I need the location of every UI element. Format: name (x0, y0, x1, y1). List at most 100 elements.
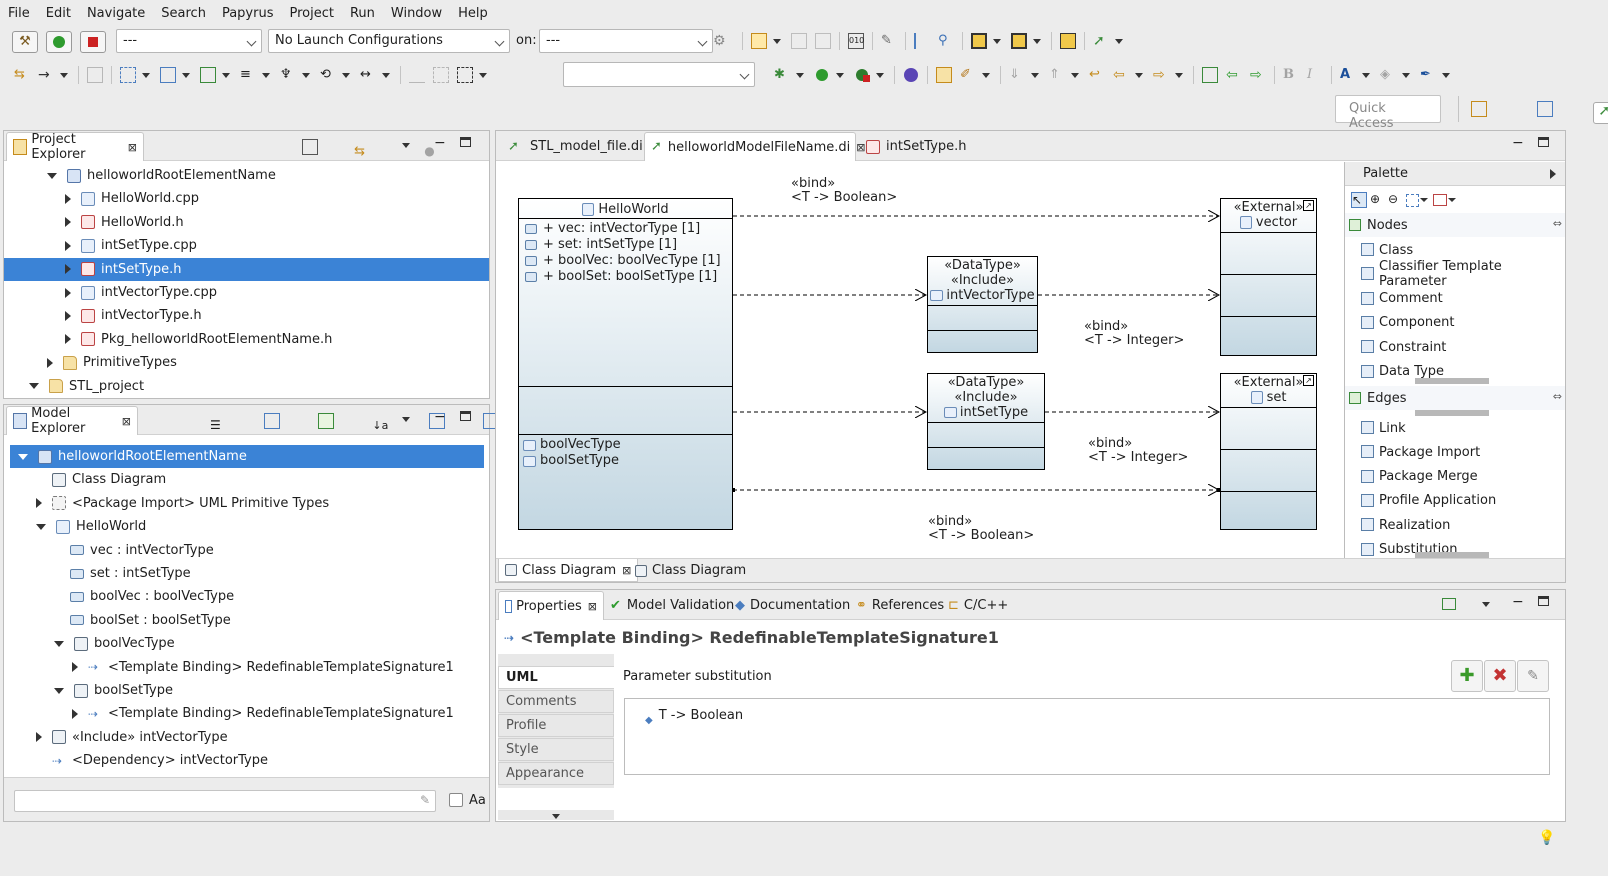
palette-tool[interactable]: Realization (1345, 513, 1565, 537)
italic-icon[interactable]: I (1307, 67, 1313, 82)
palette-nodes-drawer[interactable]: Nodes ⇔ (1345, 213, 1565, 237)
chevron-down-icon[interactable] (29, 383, 39, 390)
tree-icon[interactable] (264, 413, 281, 429)
nested-classifier-compartment[interactable] (1221, 316, 1316, 355)
zoom-out-icon[interactable]: ⊖ (1388, 192, 1399, 206)
menu-help[interactable]: Help (458, 5, 488, 21)
vector-external-class[interactable]: ↗ «External» vector (1220, 198, 1317, 356)
attribute-compartment[interactable] (928, 422, 1044, 447)
palette-tool[interactable]: Comment (1345, 287, 1565, 311)
tree-item[interactable]: HelloWorld (10, 515, 484, 538)
intvectortype-datatype[interactable]: «DataType» «Include» intVectorType (927, 256, 1038, 353)
tree-item[interactable]: intVectorType.cpp (4, 281, 489, 304)
save-all-icon[interactable] (815, 33, 831, 49)
helloworld-class[interactable]: HelloWorld + vec: intVectorType [1] + se… (518, 198, 733, 530)
edges-scroll-down-indicator[interactable] (1415, 552, 1489, 558)
chevron-right-icon[interactable] (47, 357, 53, 368)
table-icon[interactable] (1011, 33, 1027, 49)
font-combo[interactable] (563, 62, 755, 87)
tab-intsettype-h[interactable]: intSetType.h (860, 132, 973, 161)
diagram-canvas[interactable]: «bind» <T -> Boolean> «bind» <T -> Integ… (496, 162, 1344, 558)
tree-item[interactable]: intSetType.h (4, 257, 489, 281)
view-menu-chevron-down-icon[interactable] (1482, 602, 1490, 607)
note-tool-icon[interactable] (1433, 194, 1447, 206)
launch-configuration-combo[interactable]: No Launch Configurations (268, 29, 510, 53)
palette-collapse-icon[interactable] (1550, 169, 1556, 179)
palette-tool[interactable]: Classifier Template Parameter (1345, 259, 1565, 289)
arrange-icon[interactable] (200, 67, 216, 83)
align-icon[interactable]: ≡ (240, 67, 251, 82)
go-forward-green-icon[interactable]: ⇨ (1250, 67, 1262, 83)
pen-icon[interactable]: ✎ (881, 33, 892, 48)
edges-scroll-up-indicator[interactable] (1415, 410, 1489, 416)
maximize-icon[interactable] (460, 411, 471, 421)
menu-project[interactable]: Project (289, 5, 334, 21)
collapse-all-icon[interactable] (302, 139, 318, 155)
group-icon[interactable] (160, 67, 176, 83)
brush-icon[interactable]: ✐ (960, 67, 971, 82)
tree-item[interactable]: HelloWorld.cpp (4, 187, 489, 210)
view-menu-chevron-down-icon[interactable] (402, 417, 410, 422)
copy-format-icon[interactable] (87, 67, 103, 83)
tree-item[interactable]: ⇢<Template Binding> RedefinableTemplateS… (10, 656, 484, 679)
side-tab-uml[interactable]: UML (498, 666, 614, 689)
nested-classifier-row[interactable]: boolVecType (523, 437, 728, 453)
tree-item[interactable]: intVectorType.h (4, 304, 489, 327)
attribute-row[interactable]: + set: intSetType [1] (525, 237, 726, 253)
lightbulb-icon[interactable]: 💡 (1538, 830, 1556, 846)
view-menu-chevron-down-icon[interactable] (402, 143, 410, 148)
menu-navigate[interactable]: Navigate (86, 5, 146, 21)
pin-icon[interactable]: ⇔ (1552, 390, 1562, 403)
tree-item[interactable]: vec : intVectorType (10, 539, 484, 562)
tab-class-diagram-active[interactable]: Class Diagram ⊠ (498, 559, 639, 582)
snap-icon[interactable] (409, 67, 425, 83)
quick-access-field[interactable]: Quick Access (1335, 95, 1441, 131)
tab-model-validation[interactable]: ✔ Model Validation (604, 591, 740, 620)
font-color-icon[interactable]: A (1340, 67, 1351, 82)
side-tabs-scroll-chevron-down-icon[interactable] (552, 814, 560, 819)
expand-all-icon[interactable] (428, 413, 445, 429)
attribute-row[interactable]: + vec: intVectorType [1] (525, 221, 726, 237)
tree-item[interactable]: <Package Import> UML Primitive Types (10, 492, 484, 515)
pin-view-icon[interactable] (1442, 598, 1456, 610)
chevron-down-icon[interactable] (18, 453, 28, 460)
next-annotation-icon[interactable]: ⇓ (1009, 67, 1020, 82)
attribute-compartment[interactable]: + vec: intVectorType [1] + set: intSetTy… (519, 218, 732, 386)
substitution-list[interactable]: ◆ T -> Boolean (624, 698, 1550, 775)
nested-classifier-compartment[interactable]: boolVecType boolSetType (519, 434, 732, 529)
bind-label[interactable]: «bind» <T -> Integer> (1088, 437, 1188, 465)
operation-compartment[interactable] (1221, 449, 1316, 491)
tab-class-diagram[interactable]: Class Diagram (629, 559, 752, 582)
nodes-scroll-indicator[interactable] (1415, 378, 1489, 384)
tree-item[interactable]: PrimitiveTypes (4, 351, 489, 374)
palette-tool[interactable]: Class (1345, 238, 1565, 262)
close-icon[interactable]: ⊠ (127, 140, 137, 154)
filter-tree-icon[interactable] (914, 33, 930, 49)
zoom-fit-icon[interactable] (457, 67, 473, 83)
palette-edges-drawer[interactable]: Edges ⇔ (1345, 386, 1565, 410)
debug-icon[interactable]: ✱ (774, 67, 785, 82)
palette-tool[interactable]: Package Import (1345, 440, 1565, 464)
chevron-right-icon[interactable] (36, 498, 42, 509)
start-icon[interactable] (46, 31, 72, 53)
chevron-down-icon[interactable] (54, 687, 64, 694)
link-icon[interactable] (318, 413, 335, 429)
nested-classifier-row[interactable]: boolSetType (523, 453, 728, 469)
sort-az-icon[interactable]: ↓a (372, 419, 389, 432)
clipboard-icon[interactable] (1060, 33, 1076, 49)
link-with-editor-icon[interactable]: ⇆ (354, 144, 366, 159)
attribute-compartment[interactable] (928, 305, 1037, 330)
sync-icon[interactable]: ⇆ (14, 67, 25, 82)
chevron-down-icon[interactable] (54, 640, 64, 647)
tree-item[interactable]: ⇢<Template Binding> RedefinableTemplateS… (10, 702, 484, 725)
maximize-icon[interactable] (1538, 137, 1549, 147)
tab-cpp[interactable]: ⊏ C/C++ (942, 591, 1014, 620)
side-tab-style[interactable]: Style (498, 738, 614, 761)
add-substitution-button[interactable]: ✚ (1451, 660, 1483, 692)
operation-compartment[interactable] (928, 330, 1037, 352)
marquee-icon[interactable] (1406, 193, 1419, 207)
operation-compartment[interactable] (519, 386, 732, 434)
line-color-icon[interactable]: ✒ (1420, 67, 1431, 82)
palette-tool[interactable]: Profile Application (1345, 489, 1565, 513)
chevron-right-icon[interactable] (72, 708, 78, 719)
